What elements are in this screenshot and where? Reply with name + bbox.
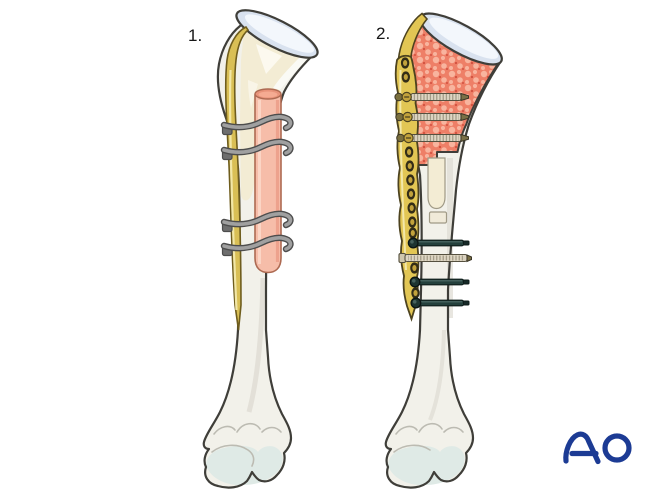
threaded-screw-1: [394, 91, 469, 103]
strut-graft: [224, 25, 250, 331]
cortex-sliver-1: [273, 55, 309, 90]
threaded-screw-3: [396, 132, 469, 144]
ao-logo: [560, 425, 640, 470]
cortex-screw-1: [407, 237, 470, 249]
articular-surface-1: [206, 445, 283, 486]
canal-graft-block: [428, 211, 448, 224]
step-1-label: 1.: [188, 26, 203, 45]
step-2-label: 2.: [376, 24, 391, 43]
ao-logo-letter-o: [602, 433, 632, 463]
lag-screw-threaded: [398, 252, 472, 264]
cerclage-wire-4: [220, 234, 294, 257]
plate-holes: [400, 57, 420, 299]
threaded-screw-2: [395, 111, 469, 123]
cerclage-wire-2: [220, 138, 294, 161]
cut-surface-cap-1: [235, 9, 319, 59]
cerclage-wire-3: [220, 210, 294, 233]
cortex-screw-3: [410, 297, 470, 309]
ao-logo-letter-a: [563, 431, 601, 465]
cut-surface-cap-2: [419, 12, 503, 66]
canal-graft-rod: [427, 157, 446, 210]
articular-surface-2: [388, 445, 465, 486]
illustration-step-2: [384, 12, 503, 489]
cortex-screw-2: [409, 276, 470, 288]
illustration-step-1: [202, 9, 319, 489]
cerclage-wire-1: [220, 113, 294, 136]
shaft-shading-1: [246, 277, 266, 413]
